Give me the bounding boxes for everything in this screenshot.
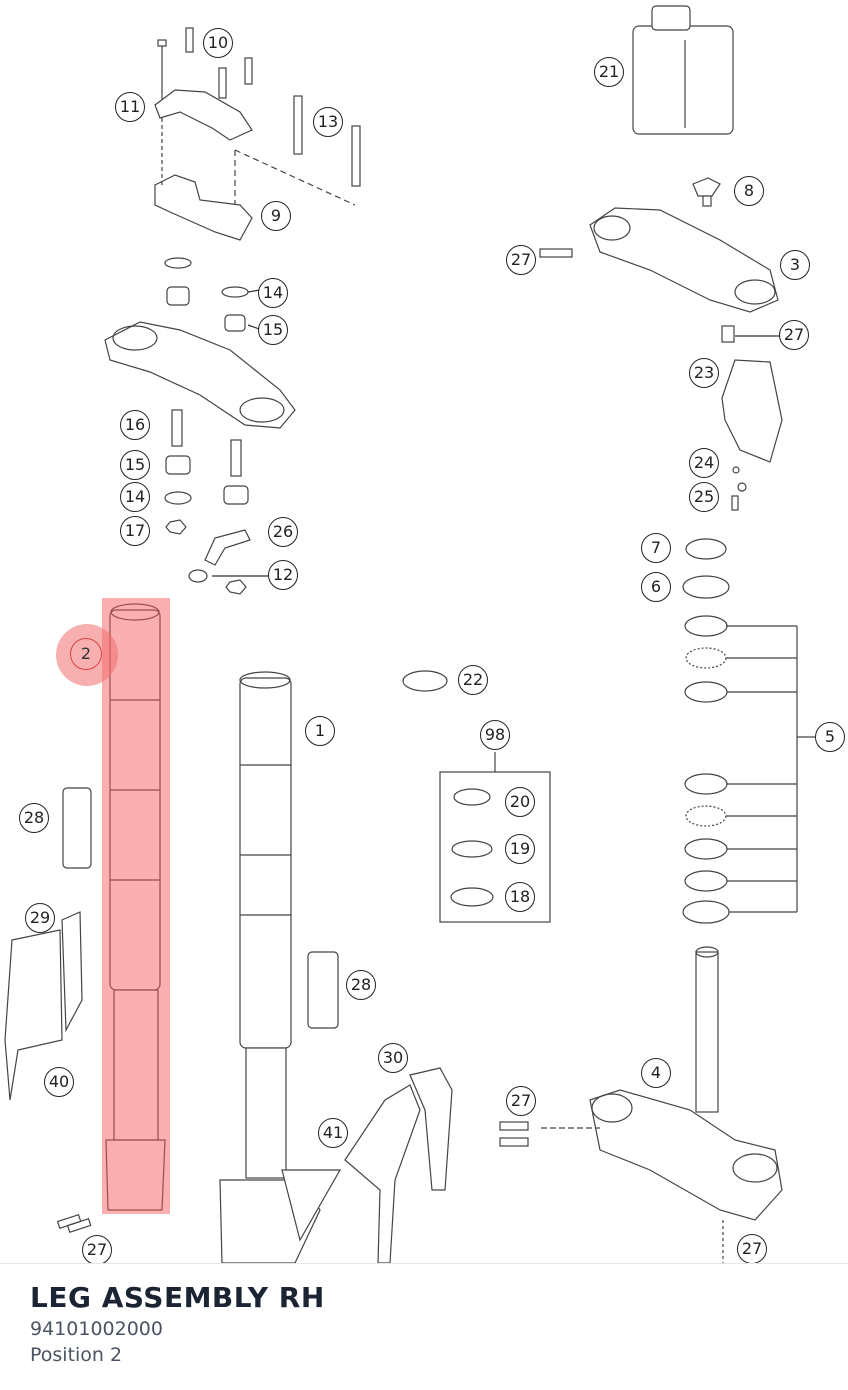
callout-2[interactable]: 2: [70, 638, 102, 670]
callout-41[interactable]: 41: [318, 1118, 348, 1148]
fork-guard: [344, 1067, 453, 1263]
callout-22[interactable]: 22: [458, 665, 488, 695]
upper-triple-clamp-left: [104, 257, 296, 595]
callout-14[interactable]: 14: [120, 482, 150, 512]
callout-40[interactable]: 40: [44, 1067, 74, 1097]
callout-11[interactable]: 11: [115, 92, 145, 122]
callout-12[interactable]: 12: [268, 560, 298, 590]
callout-28[interactable]: 28: [19, 803, 49, 833]
callout-3[interactable]: 3: [780, 250, 810, 280]
callout-7[interactable]: 7: [641, 533, 671, 563]
part-position: Position 2: [30, 1344, 123, 1366]
callout-4[interactable]: 4: [641, 1058, 671, 1088]
callout-13[interactable]: 13: [313, 107, 343, 137]
callout-29[interactable]: 29: [25, 903, 55, 933]
callout-9[interactable]: 9: [261, 201, 291, 231]
callout-23[interactable]: 23: [689, 358, 719, 388]
steering-stem: [499, 946, 783, 1263]
part-info-panel: LEG ASSEMBLY RH 94101002000 Position 2: [0, 1263, 848, 1390]
callout-21[interactable]: 21: [594, 57, 624, 87]
callout-19[interactable]: 19: [505, 834, 535, 864]
callout-30[interactable]: 30: [378, 1043, 408, 1073]
part-title: LEG ASSEMBLY RH: [30, 1281, 325, 1314]
upper-triple-clamp-right: [539, 177, 783, 511]
callout-15[interactable]: 15: [258, 315, 288, 345]
callout-25[interactable]: 25: [689, 482, 719, 512]
callout-20[interactable]: 20: [505, 787, 535, 817]
callout-14[interactable]: 14: [258, 278, 288, 308]
callout-18[interactable]: 18: [505, 882, 535, 912]
callout-6[interactable]: 6: [641, 572, 671, 602]
callout-27[interactable]: 27: [737, 1234, 767, 1263]
callout-27[interactable]: 27: [506, 245, 536, 275]
selected-part-highlight[interactable]: [102, 598, 170, 1214]
callout-27[interactable]: 27: [82, 1235, 112, 1263]
callout-98[interactable]: 98: [480, 720, 510, 750]
bearing-stack: [682, 538, 815, 924]
callout-1[interactable]: 1: [305, 716, 335, 746]
callout-10[interactable]: 10: [203, 28, 233, 58]
callout-27[interactable]: 27: [506, 1086, 536, 1116]
callout-28[interactable]: 28: [346, 970, 376, 1000]
callout-5[interactable]: 5: [815, 722, 845, 752]
callout-8[interactable]: 8: [734, 176, 764, 206]
callout-15[interactable]: 15: [120, 450, 150, 480]
callout-26[interactable]: 26: [268, 517, 298, 547]
diagram-drawing: [4, 5, 815, 1263]
callout-17[interactable]: 17: [120, 516, 150, 546]
handlebar-clamp-group: [154, 27, 361, 241]
fork-leg-rh: [4, 603, 166, 1233]
part-number: 94101002000: [30, 1318, 163, 1340]
callout-24[interactable]: 24: [689, 448, 719, 478]
fork-leg-lh: [219, 671, 342, 1263]
oil-bottle: [632, 5, 734, 135]
callout-27[interactable]: 27: [779, 320, 809, 350]
exploded-diagram: 10 11 13 9 21 8 27 3 14 15 27 23 16 15 1…: [4, 5, 845, 1263]
callout-16[interactable]: 16: [120, 410, 150, 440]
